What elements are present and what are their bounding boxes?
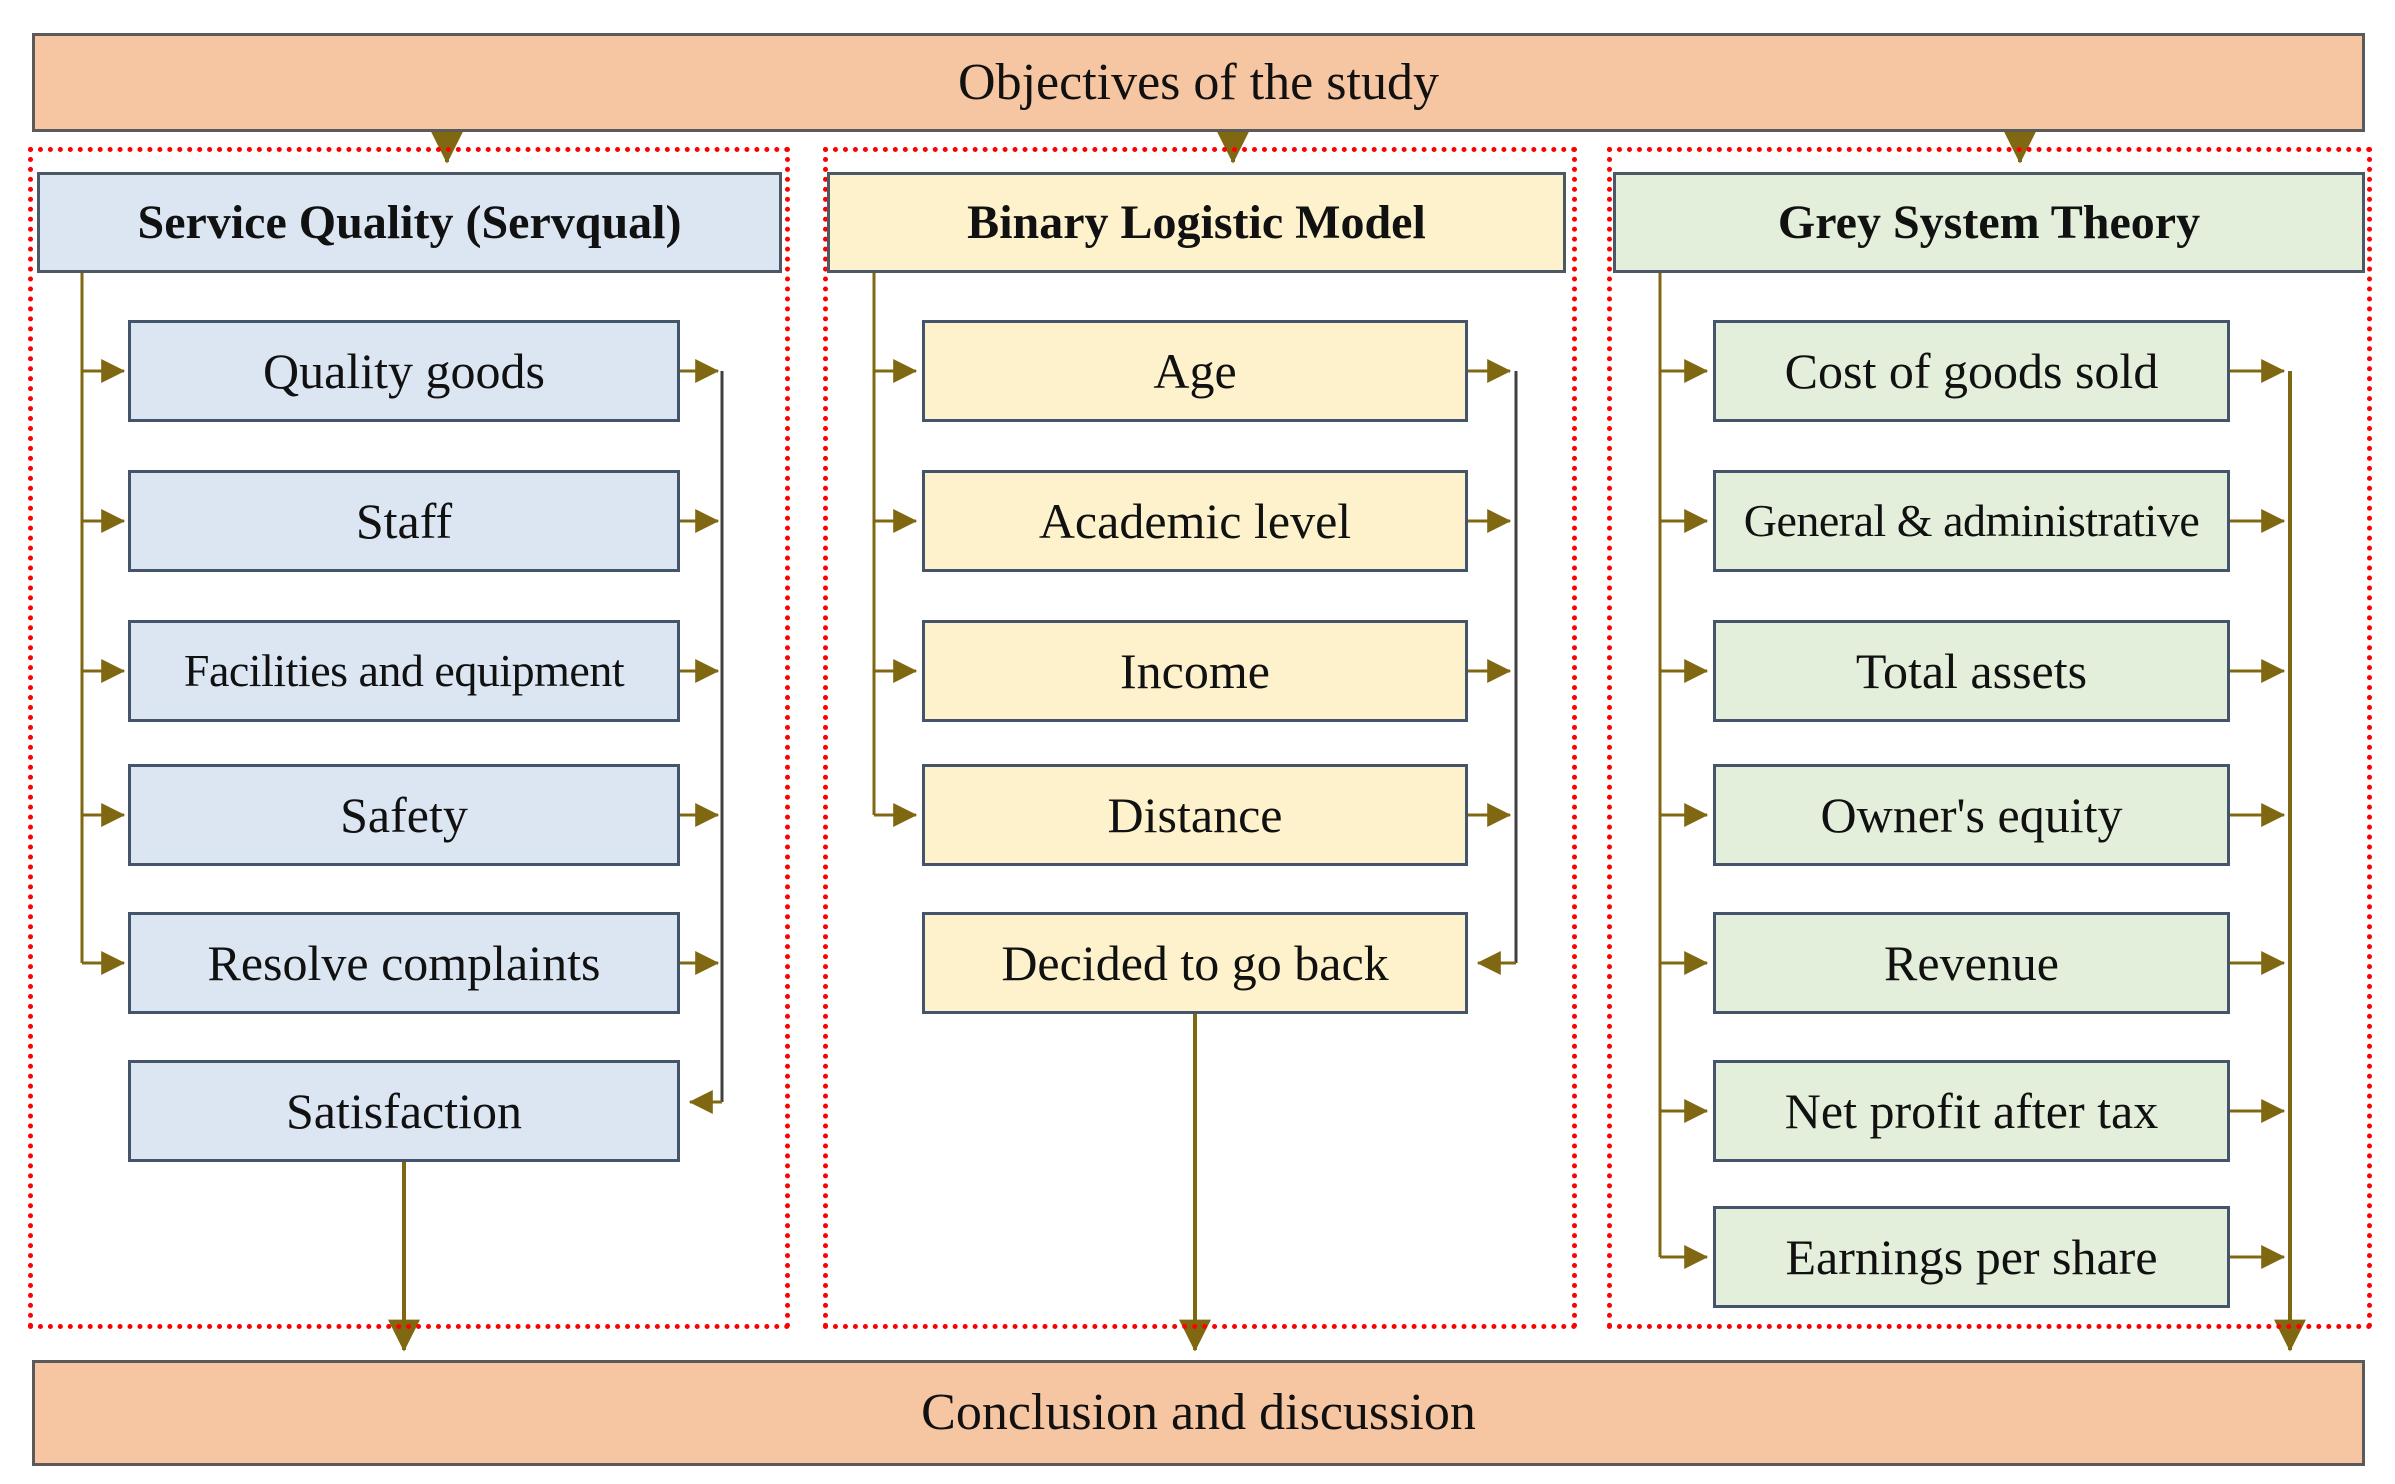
servqual-header: Service Quality (Servqual) bbox=[37, 172, 782, 273]
servqual-item-satisfaction: Satisfaction bbox=[128, 1060, 680, 1162]
logistic-header: Binary Logistic Model bbox=[827, 172, 1566, 273]
grey-item-earnings-per-share: Earnings per share bbox=[1713, 1206, 2230, 1308]
logistic-item-academic-level: Academic level bbox=[922, 470, 1468, 572]
servqual-item-facilities: Facilities and equipment bbox=[128, 620, 680, 722]
servqual-item-safety: Safety bbox=[128, 764, 680, 866]
grey-theory-header: Grey System Theory bbox=[1613, 172, 2365, 273]
servqual-frame bbox=[28, 147, 790, 1329]
grey-item-revenue: Revenue bbox=[1713, 912, 2230, 1014]
logistic-item-age: Age bbox=[922, 320, 1468, 422]
grey-item-net-profit-after-tax: Net profit after tax bbox=[1713, 1060, 2230, 1162]
grey-item-owners-equity: Owner's equity bbox=[1713, 764, 2230, 866]
logistic-item-distance: Distance bbox=[922, 764, 1468, 866]
conclusion-bar: Conclusion and discussion bbox=[32, 1360, 2365, 1466]
logistic-item-income: Income bbox=[922, 620, 1468, 722]
grey-item-cost-of-goods-sold: Cost of goods sold bbox=[1713, 320, 2230, 422]
grey-theory-frame bbox=[1607, 147, 2372, 1329]
servqual-item-staff: Staff bbox=[128, 470, 680, 572]
logistic-item-decided-to-go-back: Decided to go back bbox=[922, 912, 1468, 1014]
grey-item-general-administrative: General & administrative bbox=[1713, 470, 2230, 572]
servqual-item-resolve-complaints: Resolve complaints bbox=[128, 912, 680, 1014]
logistic-frame bbox=[823, 147, 1577, 1329]
objectives-bar: Objectives of the study bbox=[32, 33, 2365, 132]
servqual-item-quality-goods: Quality goods bbox=[128, 320, 680, 422]
grey-item-total-assets: Total assets bbox=[1713, 620, 2230, 722]
